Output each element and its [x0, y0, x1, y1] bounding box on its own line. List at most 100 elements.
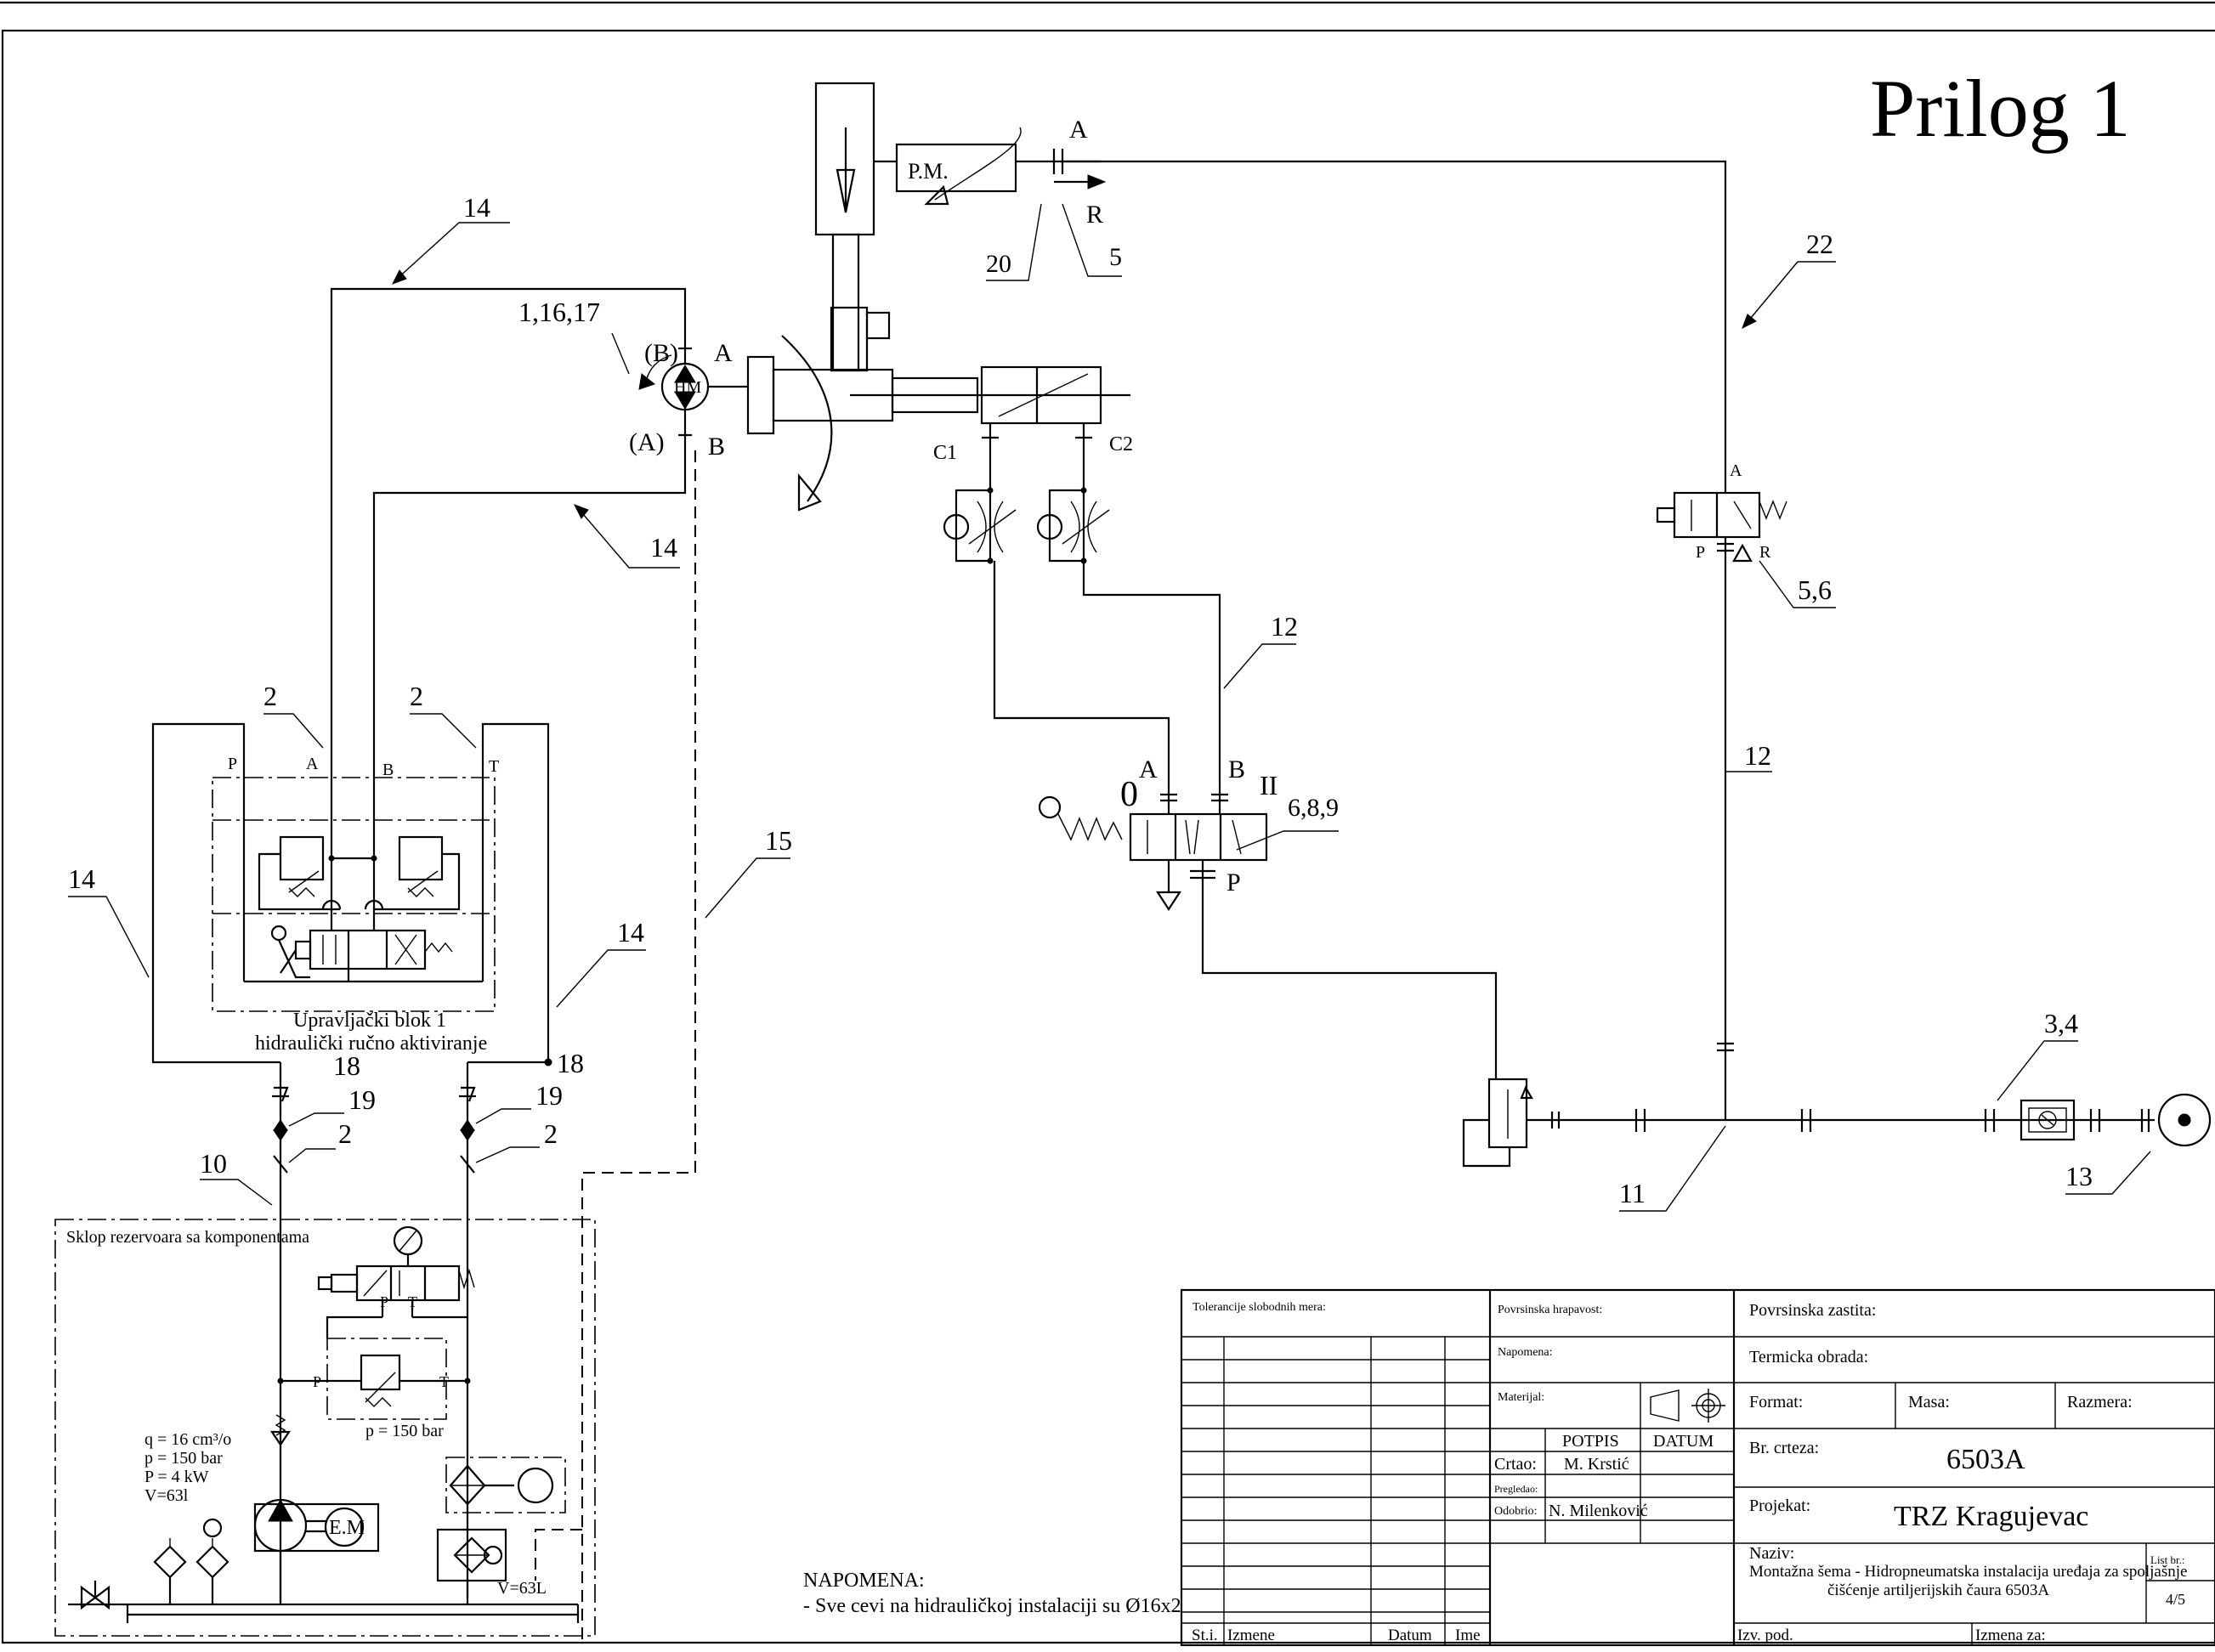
tb-changes: Izmene: [1227, 1627, 1275, 1644]
tb-approved-name: N. Milenković: [1549, 1502, 1648, 1520]
spec-pressure: p = 150 bar: [144, 1449, 223, 1468]
label-5: 5: [1109, 243, 1122, 271]
svg-text:0: 0: [1120, 775, 1138, 814]
control-block-subtitle: hidraulički ručno aktiviranje: [255, 1032, 487, 1055]
svg-text:B: B: [708, 433, 725, 461]
svg-text:P: P: [1226, 868, 1241, 897]
svg-text:T: T: [408, 1293, 417, 1310]
tb-tolerance: Tolerancije slobodnih mera:: [1192, 1301, 1326, 1314]
electric-motor-label: E.M: [329, 1517, 365, 1539]
tb-change-for: Izmena za:: [1975, 1627, 2046, 1644]
tb-format: Format:: [1749, 1393, 1803, 1412]
svg-text:P: P: [228, 755, 237, 773]
tb-mass: Masa:: [1908, 1393, 1950, 1412]
label-2-rr: 2: [544, 1118, 558, 1149]
pump-motor: E.M: [253, 1414, 380, 1553]
tb-name: Naziv:: [1749, 1544, 1794, 1563]
svg-text:A: A: [1139, 755, 1158, 784]
pipe-to-valve-A: [993, 561, 1170, 782]
label-15: 15: [765, 825, 792, 856]
motor-arrow-up: [674, 365, 696, 383]
svg-text:B: B: [382, 761, 394, 779]
svg-text:R: R: [1759, 543, 1771, 562]
spec-power: P = 4 kW: [144, 1468, 209, 1486]
pipe-14-left: [151, 722, 280, 1064]
label-14-mid: 14: [650, 532, 677, 563]
label-18-left: 18: [333, 1050, 360, 1081]
tank-assembly-title: Sklop rezervoara sa komponentama: [66, 1228, 309, 1247]
pipe-12-to-valve-B: [1082, 561, 1221, 782]
label-3-4: 3,4: [2044, 1008, 2078, 1038]
tb-checked: Pregledao:: [1494, 1483, 1538, 1495]
title-block: [1180, 1288, 2215, 1647]
pipe-14-right: [467, 722, 550, 1064]
label-18-right: 18: [557, 1048, 584, 1078]
tb-date-header: DATUM: [1653, 1432, 1714, 1451]
svg-text:A: A: [1069, 116, 1088, 144]
tb-st: St.i.: [1192, 1627, 1218, 1644]
block-relief-valves: [258, 835, 461, 911]
control-block-frame: [212, 777, 496, 1012]
label-5-6: 5,6: [1798, 574, 1832, 605]
svg-text:P: P: [1696, 543, 1705, 562]
svg-text:A: A: [306, 755, 319, 773]
tb-name-line-1: Montažna šema - Hidropneumatska instalac…: [1749, 1563, 2187, 1581]
component-3-4: [1984, 1093, 2212, 1147]
drawing-frame: [1, 29, 2215, 1644]
relief-pressure-label: p = 150 bar: [365, 1422, 444, 1440]
motor-assembly: HM C1 C2: [638, 335, 1133, 512]
pm-block: [895, 143, 1017, 193]
svg-text:(B): (B): [644, 339, 678, 367]
tb-izv: Izv. pod.: [1737, 1627, 1793, 1644]
svg-text:T: T: [439, 1373, 449, 1390]
tb-sheet: List br.:: [2150, 1553, 2184, 1566]
tb-drawn-name: M. Krstić: [1564, 1455, 1629, 1474]
pm-label: P.M.: [908, 159, 949, 184]
tb-drawn: Crtao:: [1494, 1455, 1537, 1474]
label-20: 20: [986, 250, 1011, 278]
leak-line-15: [581, 450, 696, 1644]
tb-note: Napomena:: [1498, 1346, 1553, 1359]
tb-roughness: Povrsinska hrapavost:: [1498, 1304, 1602, 1316]
tb-project: Projekat:: [1749, 1496, 1810, 1515]
tb-ime: Ime: [1455, 1627, 1481, 1644]
label-13: 13: [2065, 1161, 2093, 1191]
control-block-title: Upravljački blok 1: [293, 1010, 446, 1032]
check-valves-19: [272, 1086, 476, 1174]
svg-text:P: P: [313, 1373, 321, 1390]
label-14-right: 14: [617, 917, 644, 948]
svg-text:B: B: [1228, 755, 1245, 784]
svg-text:A: A: [714, 339, 733, 367]
label-14-top: 14: [463, 192, 490, 223]
tank-valve-block: [277, 1225, 475, 1420]
port-c2-label: C2: [1109, 433, 1133, 455]
tb-material: Materijal:: [1498, 1391, 1544, 1404]
air-regulator: [1462, 1078, 2155, 1168]
pipe-22: [1062, 160, 1727, 476]
tb-date: Datum: [1388, 1627, 1432, 1644]
note-text: - Sve cevi na hidrauličkoj instalaciji s…: [803, 1595, 1181, 1617]
label-19-left: 19: [348, 1084, 376, 1115]
tb-drawing-no-value: 6503A: [1946, 1444, 2025, 1475]
projection-symbol: [1650, 1389, 1680, 1422]
svg-text:II: II: [1260, 770, 1277, 801]
spec-flow: q = 16 cm³/o: [144, 1430, 231, 1449]
flow-control-valves: [943, 480, 1110, 564]
svg-text:(A): (A): [629, 428, 665, 456]
label-12-right: 12: [1744, 740, 1771, 771]
svg-text:A: A: [1730, 461, 1742, 480]
label-1-16-17: 1,16,17: [518, 297, 600, 327]
tank-volume-label: V=63L: [497, 1579, 547, 1598]
drawing-title: Prilog 1: [1870, 63, 2131, 154]
label-14-left: 14: [68, 863, 95, 894]
pipe-14-mid: [372, 450, 687, 739]
pipe-14-top: [330, 287, 687, 739]
port-c1-label: C1: [933, 442, 957, 464]
motor-arrow-down: [674, 391, 696, 410]
pneumatic-valve-5-6: [1656, 476, 1787, 1117]
tb-name-line-2: čišćenje artiljerijskih čaura 6503A: [1827, 1581, 2049, 1599]
label-19-right: 19: [535, 1080, 563, 1111]
tb-heat: Termicka obrada:: [1749, 1348, 1868, 1366]
